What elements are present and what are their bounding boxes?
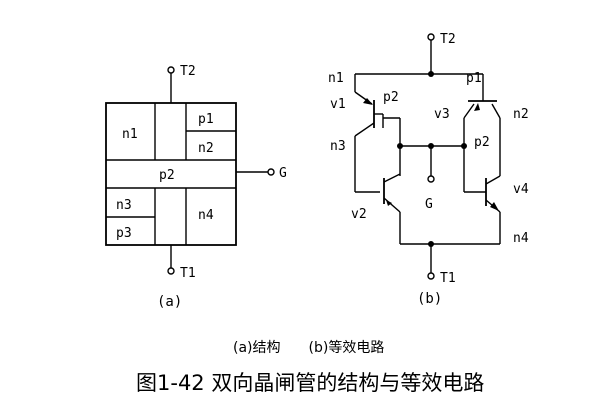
label-v3: v3 [434, 107, 450, 122]
label-v2: v2 [351, 207, 367, 222]
sublabel-a: (a) [157, 294, 182, 310]
region-n3: n3 [116, 198, 132, 213]
transistor-v2 [383, 173, 401, 213]
g-label-b: G [425, 197, 433, 212]
v3-arrow [474, 103, 480, 111]
figure-legend: (a)结构 (b)等效电路 [233, 339, 384, 356]
label-n4: n4 [513, 231, 529, 246]
label-p2-left: p2 [383, 90, 399, 105]
v2-collector-lead [383, 173, 401, 183]
region-p2: p2 [159, 168, 175, 183]
transistor-v1 [354, 91, 383, 137]
t1-terminal-a [167, 267, 175, 275]
transistor-v3 [463, 92, 501, 119]
label-v4: v4 [513, 182, 529, 197]
structure-diagram: T2 n1 p1 n2 p2 n3 p3 n4 G T1 (a) [105, 64, 287, 310]
t1-terminal-b [427, 272, 435, 280]
v1-emitter-arrow [363, 98, 373, 105]
figure-caption: 图1-42 双向晶闸管的结构与等效电路 [136, 371, 484, 395]
v4-emitter-arrow [490, 202, 499, 211]
v1-collector-lead [354, 122, 375, 137]
region-n1: n1 [122, 127, 138, 142]
v2-emitter-lead [383, 197, 401, 213]
t1-label-b: T1 [440, 271, 456, 286]
equivalent-circuit: T2 n1 p1 v1 p2 v3 n2 n3 [328, 32, 529, 307]
g-label-a: G [279, 166, 287, 181]
sublabel-b: (b) [417, 291, 442, 307]
v2-emitter-arrow [386, 200, 392, 206]
label-n1: n1 [328, 71, 344, 86]
v3-left-lead [463, 103, 475, 119]
t2-label-a: T2 [180, 64, 196, 79]
t2-label-b: T2 [440, 32, 456, 47]
t2-terminal-a [167, 66, 175, 74]
v4-collector-lead [485, 175, 501, 185]
label-v1: v1 [330, 97, 346, 112]
g-terminal-a [267, 168, 275, 176]
label-p2-right: p2 [474, 135, 490, 150]
label-p1: p1 [466, 71, 482, 86]
region-p3: p3 [116, 226, 132, 241]
g-terminal-b [427, 175, 435, 183]
region-p1: p1 [198, 112, 214, 127]
label-n2: n2 [513, 107, 529, 122]
transistor-v4 [485, 175, 501, 213]
region-n2: n2 [198, 141, 214, 156]
label-n3: n3 [330, 139, 346, 154]
region-n4: n4 [198, 208, 214, 223]
t1-label-a: T1 [180, 266, 196, 281]
v3-right-lead [491, 103, 501, 119]
t2-terminal-b [427, 33, 435, 41]
